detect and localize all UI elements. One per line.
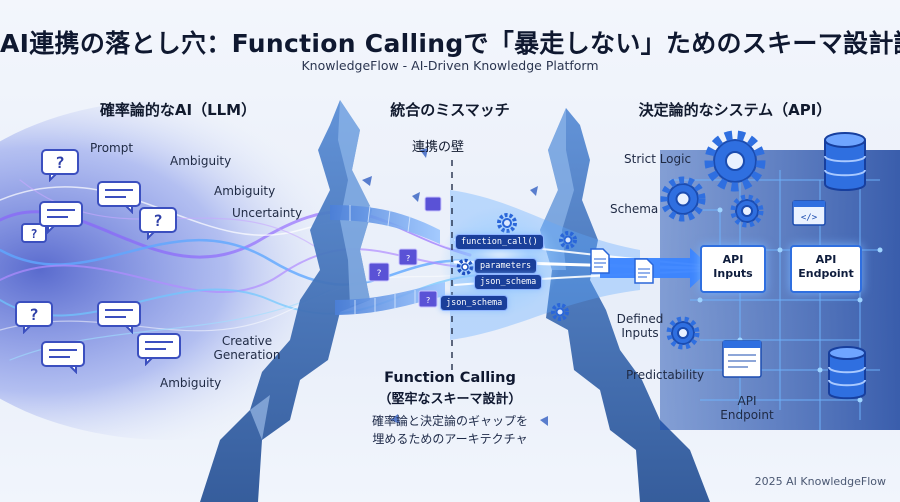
footer-credit: 2025 AI KnowledgeFlow [754, 475, 886, 488]
solution-subtitle: （堅牢なスキーマ設計） [378, 392, 522, 407]
svg-text:?: ? [406, 254, 411, 263]
api-inputs-box-line1: API [722, 253, 744, 266]
question-bubble-icon: ? [21, 223, 47, 243]
right-label-schema: Schema [610, 202, 659, 216]
document-icon [634, 258, 654, 284]
chat-bubble-icon [39, 201, 83, 234]
api-endpoint-box-line2: Endpoint [798, 267, 854, 280]
gear-icon [730, 194, 764, 228]
solution-caption-line1: 確率論と決定論のギャップを [371, 414, 528, 428]
right-label-predictability: Predictability [626, 368, 705, 382]
right-label-defined: Defined [616, 312, 664, 326]
document-icon [722, 340, 762, 378]
center-heading: 統合のミスマッチ [390, 101, 510, 119]
code-window-icon: ? [368, 262, 390, 282]
chat-bubble-icon [137, 333, 181, 366]
chip-function-call: function_call() [455, 234, 544, 250]
database-icon [828, 346, 866, 400]
question-bubble-icon: ? [41, 149, 79, 182]
right-label-inputs: Inputs [621, 326, 659, 340]
gear-icon [551, 303, 569, 321]
page-subtitle: KnowledgeFlow - AI-Driven Knowledge Plat… [301, 58, 599, 73]
chip-parameters: parameters [474, 258, 538, 274]
chat-bubble-icon [41, 341, 85, 374]
code-window-icon: </> [792, 200, 826, 226]
right-heading: 決定論的なシステム（API） [638, 101, 832, 119]
left-label-prompt: Prompt [90, 141, 134, 155]
arrow-icon [600, 248, 712, 288]
chat-bubble-icon [97, 301, 141, 334]
solution-caption-line2: 埋めるためのアーキテクチャ [372, 432, 528, 446]
svg-text:</>: </> [801, 213, 818, 223]
gear-icon [660, 176, 706, 222]
gear-icon [497, 213, 517, 233]
code-window-icon: ? [398, 248, 418, 266]
code-window-icon: ? [418, 290, 438, 308]
chip-json-schema-1: json_schema [474, 274, 543, 290]
left-label-ambiguity-3: Ambiguity [160, 376, 222, 390]
solution-title: Function Calling [384, 370, 516, 386]
left-label-ambiguity-2: Ambiguity [214, 184, 276, 198]
code-window-icon [424, 196, 442, 212]
left-heading: 確率論的なAI（LLM） [99, 101, 257, 119]
database-icon [824, 132, 866, 191]
question-bubble-icon: ? [15, 301, 53, 334]
api-inputs-box-line2: Inputs [713, 267, 753, 280]
svg-text:?: ? [29, 305, 39, 324]
svg-text:?: ? [376, 269, 381, 279]
right-label-endpoint: Endpoint [720, 408, 774, 422]
gear-icon [704, 130, 766, 192]
question-bubble-icon: ? [139, 207, 177, 240]
right-label-api: API [737, 394, 757, 408]
svg-text:?: ? [153, 211, 163, 230]
wall-label: 連携の壁 [412, 140, 465, 155]
svg-text:?: ? [55, 153, 65, 172]
api-inputs-box: API Inputs [700, 245, 766, 293]
left-label-creative: Creative [221, 334, 273, 348]
document-icon [590, 248, 610, 274]
left-label-ambiguity-1: Ambiguity [170, 154, 232, 168]
api-endpoint-box-line1: API [815, 253, 837, 266]
svg-text:?: ? [30, 227, 37, 241]
gear-icon [559, 231, 577, 249]
left-label-uncertainty: Uncertainty [232, 206, 303, 220]
right-label-strict-logic: Strict Logic [624, 152, 692, 166]
page-title: AI連携の落とし穴：Function Callingで「暴走しない」ためのスキー… [0, 29, 900, 58]
gear-icon [456, 258, 474, 276]
chip-json-schema-2: json_schema [440, 295, 509, 311]
svg-text:?: ? [426, 296, 431, 305]
chat-bubble-icon [97, 181, 141, 214]
gear-icon [666, 316, 700, 350]
api-endpoint-box: API Endpoint [790, 245, 862, 293]
left-label-generation: Generation [213, 348, 281, 362]
